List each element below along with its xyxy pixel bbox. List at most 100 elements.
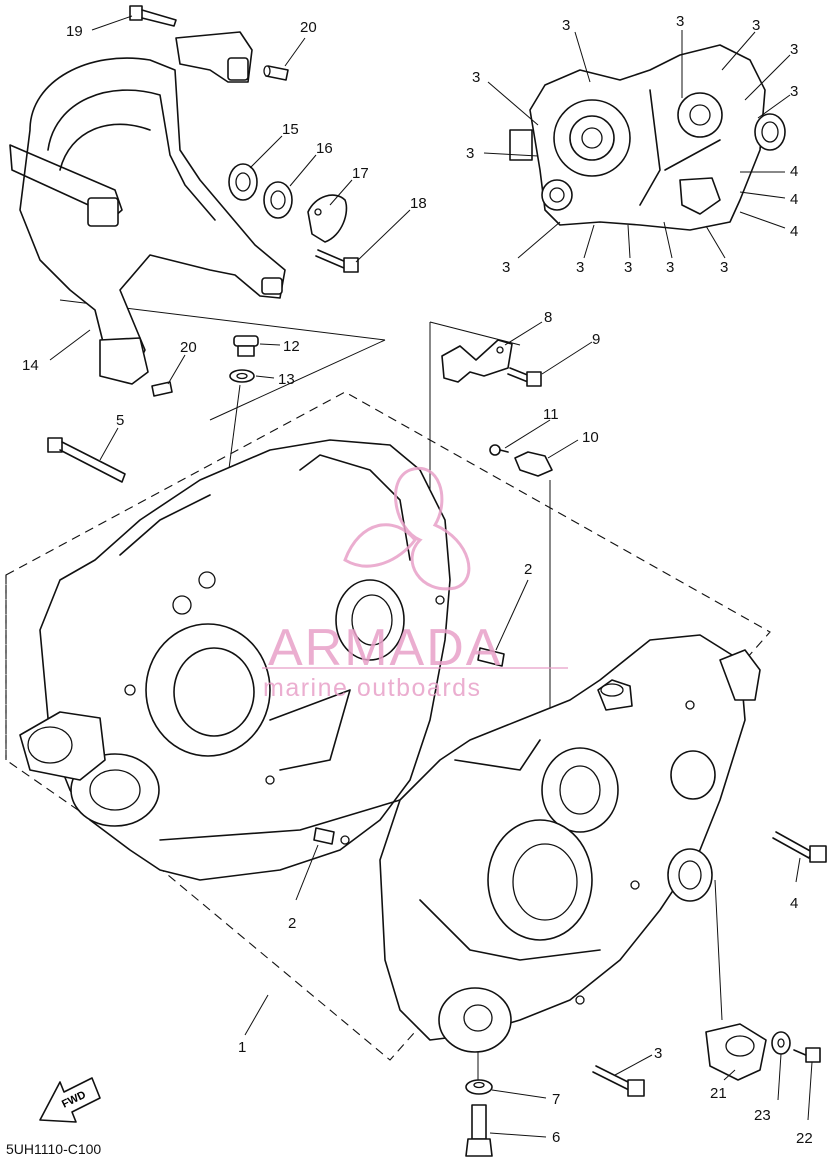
callout-3-sv-2: 3 [676, 13, 684, 30]
callout-2-lower: 2 [288, 915, 296, 932]
bolt-3-bottom-head [627, 1079, 645, 1097]
callout-3-sv-11: 3 [666, 259, 674, 276]
callout-20-top: 20 [300, 19, 317, 36]
side-view-boss-left [509, 129, 533, 161]
dowel-20-lower [151, 381, 173, 397]
left-half-port-opening [27, 726, 73, 764]
callout-3-sv-12: 3 [720, 259, 728, 276]
watermark-logo [343, 466, 471, 591]
callout-11: 11 [543, 406, 559, 423]
callout-4-sv-1: 4 [790, 163, 798, 180]
oil-seal-16 [263, 181, 293, 219]
bolt-22-head [805, 1047, 821, 1063]
bolt-18-head [343, 257, 359, 273]
callout-3-sv-10: 3 [624, 259, 632, 276]
right-half-mount [719, 649, 761, 701]
plate-8-hole [496, 346, 504, 354]
left-half-rim-2 [299, 454, 411, 561]
callout-10: 10 [582, 429, 599, 446]
bearing-15-inner [235, 172, 251, 192]
left-half-bolt-hole-3 [340, 835, 350, 845]
gasket-23 [771, 1031, 791, 1055]
bolt-4-right [772, 831, 827, 863]
callout-4-sv-2: 4 [790, 191, 798, 208]
gasket-13 [229, 369, 255, 383]
plate-17-hole [314, 208, 322, 216]
callout-22: 22 [796, 1130, 813, 1147]
callout-5: 5 [116, 412, 124, 429]
callout-3-sv-1: 3 [562, 17, 570, 34]
plate-8-body [441, 339, 513, 383]
left-half-rim [119, 494, 211, 556]
dashed-box-main [5, 391, 771, 1061]
right-half-flange [419, 899, 601, 961]
cover-boss [87, 197, 119, 227]
callout-3-sv-9: 3 [576, 259, 584, 276]
left-half-flange [159, 799, 401, 841]
plug-12-head [233, 335, 259, 347]
callouts: 19 20 15 16 17 18 14 20 12 13 5 8 9 11 1… [22, 13, 813, 1147]
bolt-19 [129, 5, 177, 27]
plug-12 [233, 335, 259, 357]
left-half-bolt-hole-4 [435, 595, 445, 605]
left-half-main-bore-inner [173, 647, 255, 737]
gasket-7 [465, 1079, 493, 1095]
dowel-20-lower-body [151, 381, 173, 397]
dowel-2-upper-body [477, 647, 505, 667]
side-view-left-bore-inner [549, 187, 565, 203]
right-half-bolt-hole-1 [685, 700, 695, 710]
left-half-upper-bore-inner [351, 594, 393, 646]
callout-4-sv-3: 4 [790, 223, 798, 240]
bolt-19-head [129, 5, 143, 21]
watermark-swirl [394, 466, 471, 591]
side-view-right-bore-inner [689, 104, 711, 126]
bolt-5-shank [59, 441, 126, 483]
gasket-13-inner [236, 372, 248, 380]
left-half-bolt-hole-2 [265, 775, 275, 785]
callout-20-lower: 20 [180, 339, 197, 356]
crankcase-left-half [19, 439, 451, 881]
right-half-web [454, 739, 541, 771]
cover-outline [19, 57, 286, 381]
callout-13: 13 [278, 371, 295, 388]
gasket-7-inner [473, 1081, 485, 1089]
callout-23: 23 [754, 1107, 771, 1124]
dowel-2-upper [477, 647, 505, 667]
callout-3-sv-8: 3 [502, 259, 510, 276]
dowel-2-lower [313, 827, 335, 845]
crankcase-right-half [379, 634, 761, 1053]
callout-3-sv-7: 3 [466, 145, 474, 162]
callout-3-sv-5: 3 [790, 83, 798, 100]
callout-7: 7 [552, 1091, 560, 1108]
callout-14: 14 [22, 357, 39, 374]
bolt-4-right-head [809, 845, 827, 863]
callout-1: 1 [238, 1039, 246, 1056]
bolt-5 [47, 437, 126, 483]
screw-11-head [489, 444, 501, 456]
oil-seal-16-inner [270, 190, 286, 210]
left-half-web [269, 689, 351, 771]
bolt-5-head [47, 437, 63, 453]
right-half-front-bore-inner [463, 1004, 493, 1032]
plate-8 [441, 339, 513, 383]
bolt-3-bottom-shank [592, 1065, 633, 1091]
callout-15: 15 [282, 121, 299, 138]
right-half-bolt-hole-2 [630, 880, 640, 890]
bolt-18 [315, 249, 359, 273]
left-half-boss-hole [172, 595, 192, 615]
callout-4-right: 4 [790, 895, 798, 912]
guide-line-cover-2 [209, 339, 386, 421]
bolt-6 [465, 1104, 493, 1157]
dowel-2-lower-body [313, 827, 335, 845]
leader-lines [49, 15, 813, 1138]
side-view-rib-2 [664, 139, 721, 171]
bolt-22 [793, 1047, 821, 1063]
screw-11 [489, 444, 509, 456]
watermark-tagline: marine outboards [263, 674, 482, 702]
guide-line-cap [714, 879, 723, 1021]
watermark-swirl-2 [343, 523, 417, 568]
right-half-breather-hole [600, 683, 624, 697]
stopper-10 [514, 451, 553, 477]
